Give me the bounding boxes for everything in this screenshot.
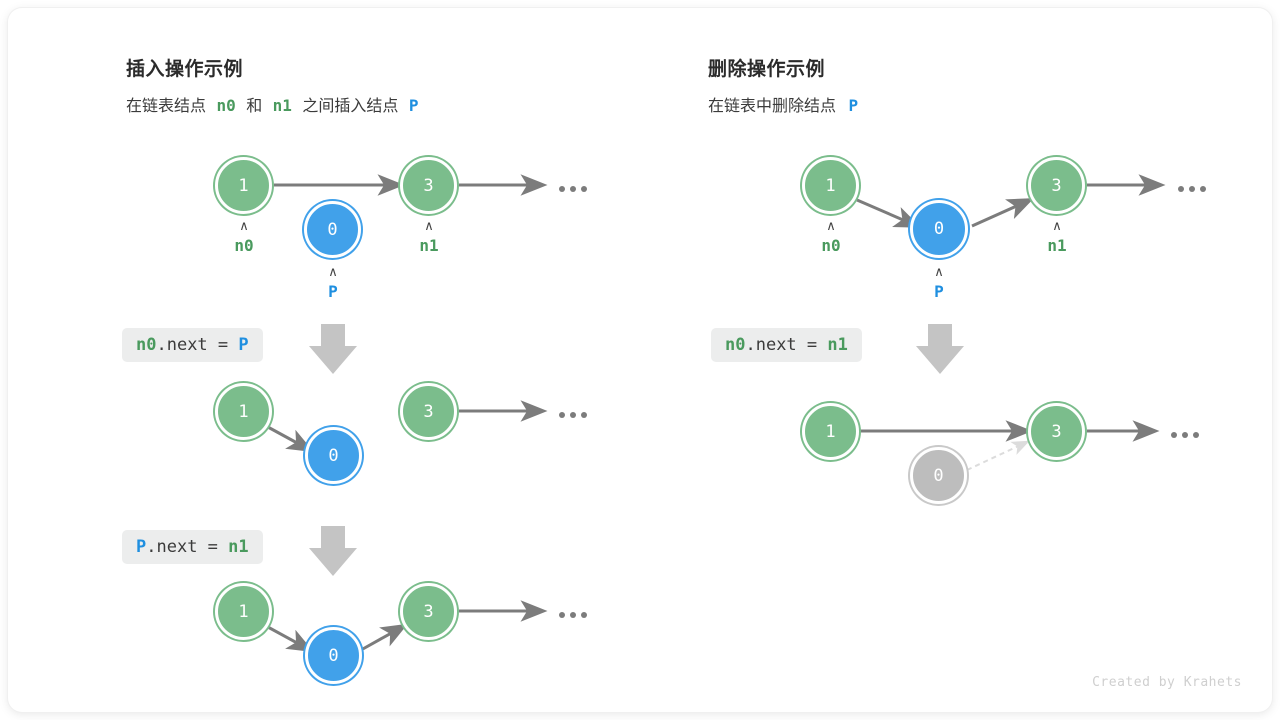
caret-icon: ∧ <box>1052 219 1062 234</box>
delete-panel: 删除操作示例 在链表中删除结点 P <box>590 8 1272 712</box>
code-token-b: n1 <box>827 335 848 355</box>
diagram-card: 插入操作示例 在链表结点 n0 和 n1 之间插入结点 P <box>8 8 1272 712</box>
pointer-p-step1: ∧ P <box>303 266 363 301</box>
caret-icon: ∧ <box>826 219 836 234</box>
code-token-b: n1 <box>228 537 249 557</box>
insert-panel: 插入操作示例 在链表结点 n0 和 n1 之间插入结点 P <box>8 8 648 712</box>
subtitle-text-1: 在链表结点 <box>126 98 207 115</box>
pointer-n1-del-step1: ∧ n1 <box>1027 220 1087 255</box>
node-0-step1: 0 <box>304 201 361 258</box>
code-token-a: n0 <box>725 335 746 355</box>
code-chip-insert-step2: P.next = n1 <box>122 530 263 564</box>
node-3-step3: 3 <box>400 583 457 640</box>
caret-icon: ∧ <box>934 265 944 280</box>
insert-panel-title: 插入操作示例 <box>126 59 244 80</box>
code-chip-insert-step1: n0.next = P <box>122 328 263 362</box>
node-0-deleted: 0 <box>910 447 967 504</box>
insert-panel-subtitle: 在链表结点 n0 和 n1 之间插入结点 P <box>126 92 418 116</box>
code-token-mid: .next = <box>156 335 239 355</box>
subtitle-token-n0: n0 <box>216 96 236 115</box>
caret-icon: ∧ <box>328 265 338 280</box>
node-1-del-step1: 1 <box>802 157 859 214</box>
subtitle-text-2: 和 <box>246 98 263 115</box>
pointer-label: P <box>328 282 338 301</box>
code-chip-delete-step1: n0.next = n1 <box>711 328 862 362</box>
pointer-n1-step1: ∧ n1 <box>399 220 459 255</box>
code-token-mid: .next = <box>146 537 229 557</box>
code-token-a: P <box>136 537 147 557</box>
subtitle-text-1: 在链表中删除结点 <box>708 98 837 115</box>
caret-icon: ∧ <box>239 219 249 234</box>
ellipsis-step1 <box>559 186 587 192</box>
code-token-a: n0 <box>136 335 157 355</box>
node-1-step1: 1 <box>215 157 272 214</box>
node-1-del-step2: 1 <box>802 403 859 460</box>
subtitle-token-p: P <box>408 96 419 115</box>
code-token-mid: .next = <box>745 335 828 355</box>
node-3-step1: 3 <box>400 157 457 214</box>
pointer-label: n1 <box>1047 236 1067 255</box>
caret-icon: ∧ <box>424 219 434 234</box>
pointer-label: n1 <box>419 236 439 255</box>
ellipsis-del-step1 <box>1178 186 1206 192</box>
credit-text: Created by Krahets <box>1092 675 1242 690</box>
subtitle-token-n1: n1 <box>272 96 292 115</box>
node-1-step3: 1 <box>215 583 272 640</box>
pointer-n0-step1: ∧ n0 <box>214 220 274 255</box>
ellipsis-step3 <box>559 612 587 618</box>
down-arrow-shape-2 <box>309 526 357 576</box>
delete-panel-edges <box>856 174 1166 471</box>
node-3-del-step2: 3 <box>1028 403 1085 460</box>
ellipsis-step2 <box>559 412 587 418</box>
pointer-label: n0 <box>821 236 841 255</box>
down-arrow-shape-3 <box>916 324 964 374</box>
pointer-label: P <box>934 282 944 301</box>
pointer-p-del-step1: ∧ P <box>909 266 969 301</box>
node-0-step3: 0 <box>305 627 362 684</box>
subtitle-text-3: 之间插入结点 <box>302 98 399 115</box>
node-3-step2: 3 <box>400 383 457 440</box>
pointer-label: n0 <box>234 236 254 255</box>
node-0-step2: 0 <box>305 427 362 484</box>
node-3-del-step1: 3 <box>1028 157 1085 214</box>
ellipsis-del-step2 <box>1171 432 1199 438</box>
delete-panel-subtitle: 在链表中删除结点 P <box>708 92 858 116</box>
node-0-del-step1: 0 <box>910 200 968 258</box>
down-arrow-shape-1 <box>309 324 357 374</box>
code-token-b: P <box>238 335 249 355</box>
pointer-n0-del-step1: ∧ n0 <box>801 220 861 255</box>
subtitle-token-p: P <box>848 96 859 115</box>
node-1-step2: 1 <box>215 383 272 440</box>
delete-panel-title: 删除操作示例 <box>708 59 826 80</box>
